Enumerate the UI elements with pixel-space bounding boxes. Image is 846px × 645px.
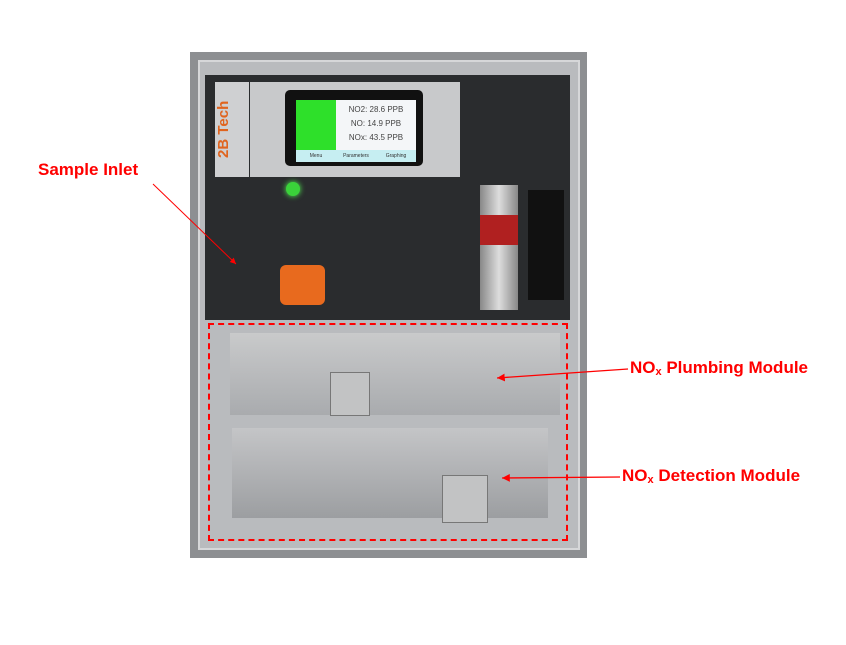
plumbing-connector xyxy=(330,372,370,416)
reading-no: NO: 14.9 PPB xyxy=(350,119,402,128)
label-prefix: NO xyxy=(622,466,648,485)
label-suffix: Detection Module xyxy=(653,466,801,485)
modules-highlight-box xyxy=(208,323,568,541)
graphing-button[interactable]: Graphing xyxy=(385,153,407,159)
detection-module xyxy=(232,428,548,518)
label-suffix: Plumbing Module xyxy=(661,358,809,377)
parameters-button[interactable]: Parameters xyxy=(343,153,369,159)
sample-inlet-label: Sample Inlet xyxy=(38,160,139,179)
status-panel xyxy=(296,100,336,150)
detection-module-label: NOx Detection Module xyxy=(622,466,800,486)
plumbing-module-label: NOx Plumbing Module xyxy=(630,358,808,378)
label-subscript: x xyxy=(655,366,662,378)
label-subscript: x xyxy=(647,474,654,486)
detection-connector xyxy=(442,475,488,523)
plumbing-leader xyxy=(496,368,629,382)
menu-button[interactable]: Menu xyxy=(309,153,323,159)
cylinder-label xyxy=(480,215,518,245)
detection-leader xyxy=(501,474,621,482)
label-prefix: NO xyxy=(630,358,656,377)
readings-panel: NO2: 28.6 PPB NO: 14.9 PPB NOx: 43.5 PPB xyxy=(336,100,416,150)
power-supply xyxy=(528,190,564,300)
sample-inlet-leader xyxy=(152,183,237,265)
reading-nox: NOx: 43.5 PPB xyxy=(348,133,404,142)
sample-pump xyxy=(280,265,325,305)
screen-button-bar: Menu Parameters Graphing xyxy=(296,150,416,162)
power-button[interactable] xyxy=(286,182,300,196)
reading-no2: NO2: 28.6 PPB xyxy=(348,105,404,114)
gas-cylinder xyxy=(480,185,518,310)
